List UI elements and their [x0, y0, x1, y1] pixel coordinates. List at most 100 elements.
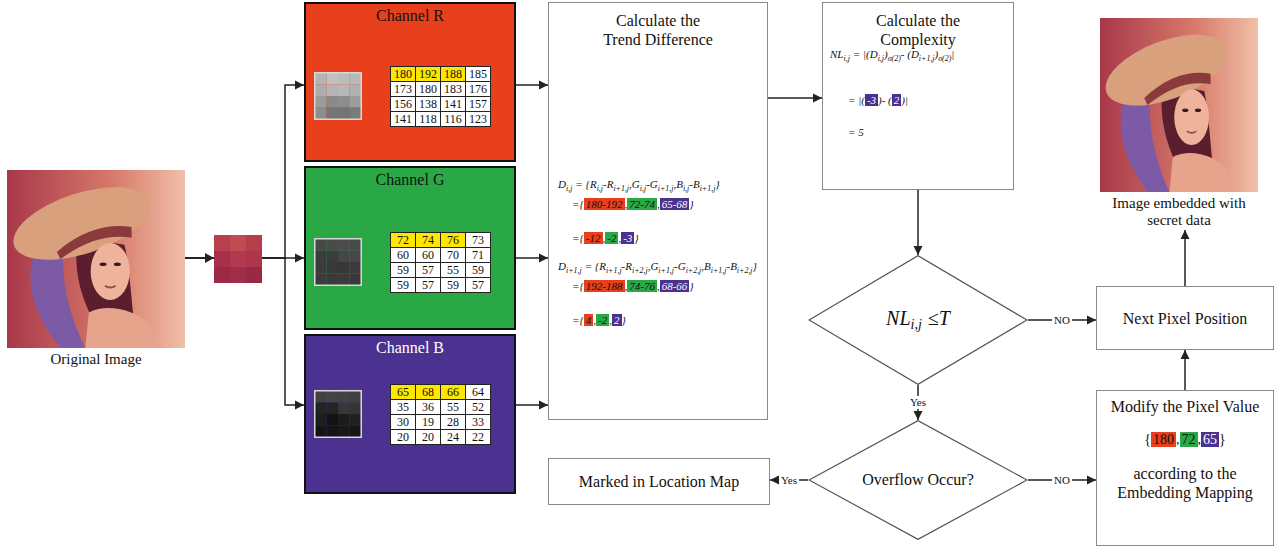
formula-line: Di+1,j= {Ri+1,j-Ri+2,j,Gi+1,j-Gi+2,j,Bi+… — [558, 258, 757, 279]
thumbnail-pixel — [327, 108, 339, 120]
table-cell: 71 — [465, 247, 491, 263]
formula-term: = |(D — [853, 48, 878, 60]
table-cell: 188 — [440, 66, 466, 82]
thumbnail-pixel — [338, 274, 350, 286]
connector — [185, 81, 304, 259]
table-cell: 183 — [440, 81, 466, 97]
thumbnail-pixel — [327, 426, 339, 438]
thumbnail-pixel — [350, 73, 362, 85]
formula-term: i+1,j — [700, 184, 716, 193]
thumbnail-pixel — [350, 239, 362, 251]
formula-term: 4 — [584, 314, 594, 326]
formula-term: -2 — [596, 314, 609, 326]
connector-line — [917, 190, 919, 255]
box-label: Calculate the Complexity — [858, 11, 978, 49]
thumbnail-pixel — [350, 85, 362, 97]
thumbnail-pixel — [315, 426, 327, 438]
formula-term: ) — [884, 48, 888, 60]
connector — [516, 81, 548, 90]
table-cell: 33 — [465, 414, 491, 430]
table-cell: 57 — [465, 277, 491, 293]
table-cell: 22 — [465, 429, 491, 445]
arrow-head — [539, 401, 548, 410]
formula-term: 180-192 — [584, 198, 625, 210]
formula-term: i+1,j — [658, 184, 674, 193]
connector — [185, 258, 304, 410]
formula-term: )- ( — [878, 94, 892, 106]
image-block — [214, 235, 262, 283]
formula-term: -R — [622, 260, 632, 272]
process-box: Marked in Location Map — [548, 458, 770, 505]
connector-line — [185, 258, 304, 405]
formula-term: - (D — [901, 48, 919, 60]
table-cell: 59 — [390, 262, 416, 278]
table-cell: 76 — [440, 232, 466, 248]
table-cell: 66 — [440, 384, 466, 400]
condition-term: i,j — [911, 317, 922, 332]
table-cell: 156 — [390, 96, 416, 112]
thumbnail-pixel — [338, 239, 350, 251]
connector — [1181, 350, 1190, 390]
channel-thumbnail — [314, 390, 362, 438]
table-cell: 57 — [415, 262, 441, 278]
block-pixel — [246, 251, 262, 267]
formula-term: i,j — [878, 54, 884, 63]
table-cell: 74 — [415, 232, 441, 248]
formula-term: )| — [901, 94, 908, 106]
formula-term: 68-66 — [660, 280, 690, 292]
thumbnail-pixel — [338, 262, 350, 274]
table-cell: 60 — [415, 247, 441, 263]
formula-term: i+1,j — [606, 266, 622, 275]
thumbnail-pixel — [338, 414, 350, 426]
thumbnail-pixel — [315, 96, 327, 108]
thumbnail-pixel — [327, 414, 339, 426]
formula-term: = {R — [575, 178, 596, 190]
arrow-head — [770, 476, 779, 485]
condition-term: ≤T — [928, 307, 950, 329]
thumbnail-pixel — [315, 262, 327, 274]
thumbnail-pixel — [338, 85, 350, 97]
edge-label: NO — [1052, 314, 1072, 327]
thumbnail-pixel — [350, 251, 362, 263]
arrow-head — [539, 254, 548, 263]
table-cell: 118 — [415, 111, 441, 127]
formula-term: NL — [830, 48, 843, 60]
decision-diamond: NLi,j≤T — [808, 255, 1028, 385]
arrow-head — [539, 81, 548, 90]
box-label: Modify the Pixel Value — [1111, 397, 1260, 416]
formula-term: ) — [935, 48, 939, 60]
thumbnail-pixel — [315, 391, 327, 403]
formula-term: 192-188 — [584, 280, 625, 292]
block-pixel — [230, 251, 246, 267]
pixel-values: {180,72,65} — [1144, 432, 1225, 448]
formula-term: D — [558, 178, 566, 190]
arrow-head — [1181, 350, 1190, 359]
formula-term: i+1,j — [919, 54, 935, 63]
photo-illustration — [7, 170, 185, 348]
thumbnail-pixel — [315, 274, 327, 286]
connector — [914, 190, 923, 255]
box-label: Calculate the Trend Difference — [598, 11, 718, 49]
edge-label: Yes — [779, 474, 799, 487]
pixel-value: 72 — [1180, 432, 1198, 447]
thumbnail-pixel — [350, 96, 362, 108]
thumbnail-frame — [315, 239, 362, 286]
pixel-value: } — [1219, 432, 1226, 447]
table-cell: 55 — [440, 399, 466, 415]
image-node: Image embedded with secret data — [1100, 18, 1258, 230]
process-box: Next Pixel Position — [1096, 286, 1274, 350]
table-cell: 59 — [440, 277, 466, 293]
formula-term: ={ — [572, 280, 584, 292]
formula-term: i+2,j — [632, 266, 648, 275]
table-cell: 59 — [465, 262, 491, 278]
thumbnail-pixel — [338, 251, 350, 263]
table-cell: 141 — [440, 96, 466, 112]
thumbnail-frame — [315, 391, 362, 438]
thumbnail-pixel — [327, 73, 339, 85]
decision-label: Overflow Occur? — [862, 471, 974, 489]
formula-term: 2 — [612, 314, 622, 326]
formula-line: NLi,j= |(Di,j)σ(2)- (Di+1,j)σ(2)| — [830, 46, 954, 67]
thumbnail-frame — [315, 73, 362, 120]
block-pixel — [230, 267, 246, 283]
